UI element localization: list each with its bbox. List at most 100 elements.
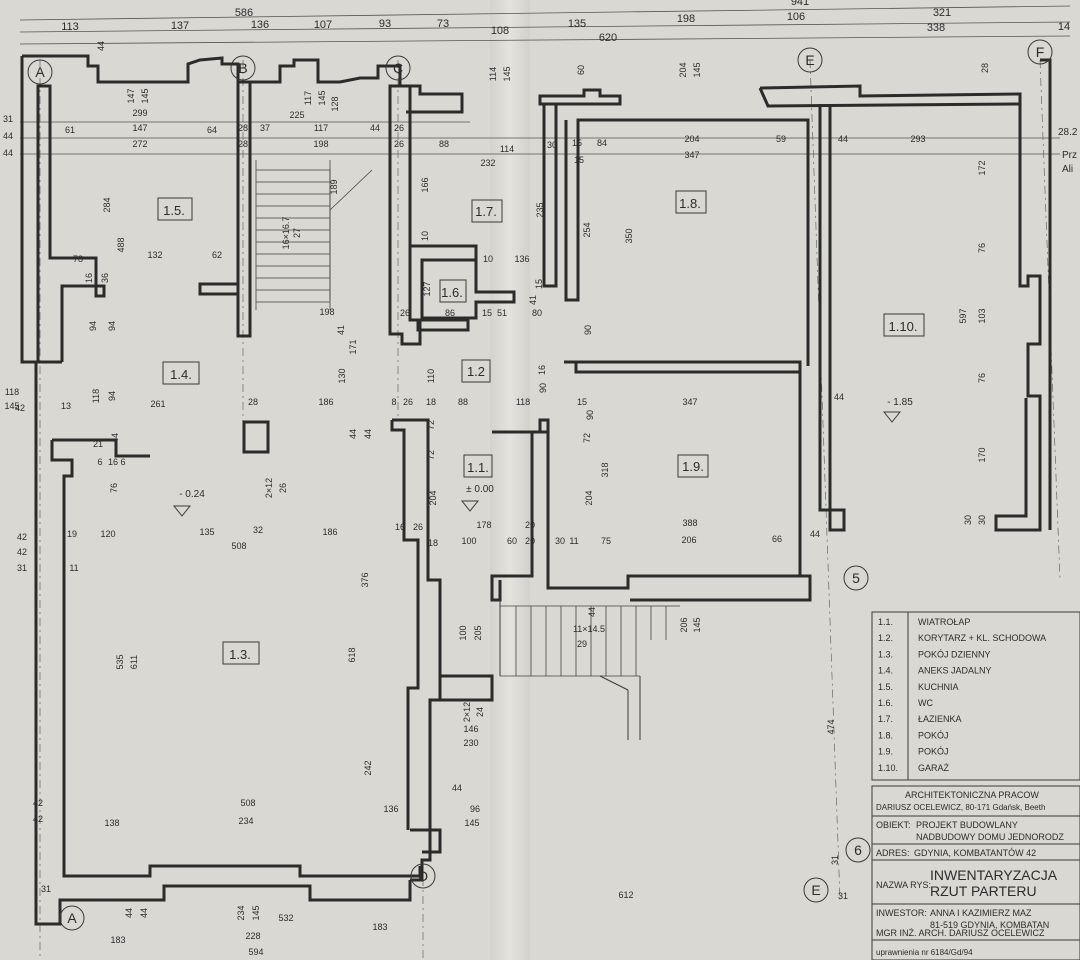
dimension-label: 118 — [516, 397, 530, 407]
dimension-label: 28 — [238, 123, 248, 133]
dimension-label: 26 — [394, 123, 404, 133]
dimension-label: 62 — [212, 250, 222, 260]
dim-overall-left: 586 — [235, 7, 253, 19]
dimension-label: 178 — [476, 520, 491, 530]
dimension-label: 235 — [535, 202, 545, 217]
dimension-label: 230 — [463, 738, 478, 748]
dimension-label: 21 — [93, 439, 103, 449]
top-dim-row2: 113 137 136 107 93 73 108 135 198 106 32… — [61, 7, 1070, 37]
dimension-label: 44 — [363, 429, 373, 439]
dimension-label: 66 — [772, 534, 782, 544]
dimension-label: 611 — [129, 655, 139, 669]
top-dimension-lines — [19, 5, 1071, 155]
dimension-label: 145 — [692, 62, 702, 77]
dimension-label: 42 — [15, 403, 25, 413]
dimension-label: 90 — [585, 410, 595, 420]
margin-note-line: 28.2 — [1058, 127, 1078, 138]
dimension-label: 13 — [61, 401, 71, 411]
dimension-label: 114 — [488, 67, 498, 81]
dimension-label: 347 — [682, 397, 697, 407]
dim-top: 338 — [927, 22, 945, 34]
dimension-label: 189 — [329, 179, 339, 194]
dimension-label: 347 — [684, 150, 699, 160]
level-markers: - 0.24 ± 0.00 - 1.85 — [179, 397, 913, 500]
legend-room-name: WC — [918, 698, 933, 708]
dimension-label: 18 — [428, 538, 438, 548]
dimension-label: 204 — [428, 490, 438, 505]
dimension-label: 72 — [582, 433, 592, 443]
dimension-label: 376 — [360, 572, 370, 587]
dimension-label: 16×16.7 — [281, 217, 291, 250]
dimension-label: 612 — [618, 890, 633, 900]
axis-E-top: E — [805, 52, 814, 68]
dimension-label: 26 — [278, 483, 288, 493]
dim-overall-right: 941 — [791, 0, 809, 8]
dimension-label: 6 — [97, 457, 102, 467]
title-author: MGR INŻ. ARCH. DARIUSZ OCELEWICZ — [876, 928, 1045, 938]
dim-top: 108 — [491, 25, 509, 37]
stairs-interior — [255, 160, 373, 310]
dimension-label: 94 — [107, 321, 117, 331]
dimension-label: 15 — [482, 308, 492, 318]
dimension-label: 84 — [597, 138, 607, 148]
legend-code: 1.5. — [878, 682, 893, 692]
level-marker: ± 0.00 — [466, 484, 494, 495]
dimension-label: 100 — [458, 625, 468, 640]
dimension-label: 388 — [682, 518, 697, 528]
dimension-label: 10 — [420, 231, 430, 241]
dimension-label: 11 — [569, 536, 578, 546]
dimension-label: 27 — [292, 228, 302, 238]
dimension-label: 261 — [150, 399, 165, 409]
level-marker: - 0.24 — [179, 489, 205, 500]
dimension-label: 30 — [547, 140, 557, 150]
dimension-label: 32 — [253, 525, 263, 535]
dim-top: 106 — [787, 11, 805, 23]
dimension-label: 128 — [330, 96, 340, 111]
dimension-label: 8 — [391, 397, 396, 407]
dimension-label: 204 — [584, 490, 594, 505]
dimension-label: 117 — [314, 123, 328, 133]
dimension-label: 183 — [110, 935, 125, 945]
dimension-label: 135 — [199, 527, 214, 537]
dim-top: 93 — [379, 18, 391, 30]
dimension-label: 232 — [480, 158, 495, 168]
dimension-label: 18 — [426, 397, 436, 407]
level-marker: - 1.85 — [887, 397, 913, 408]
room-label: 1.4. — [170, 367, 192, 382]
dim-top: 14 — [1058, 21, 1070, 33]
dimension-label: 44 — [838, 134, 848, 144]
dimension-label: 28 — [248, 397, 258, 407]
title-adres: GDYNIA, KOMBATANTÓW 42 — [914, 848, 1036, 858]
dimension-label: 42 — [33, 798, 43, 808]
dimension-label: 145 — [4, 401, 19, 411]
title-nazwa-label: NAZWA RYS: — [876, 880, 931, 890]
axis-5: 5 — [852, 570, 860, 586]
dimension-label: 145 — [140, 88, 150, 103]
dimension-label: 26 — [413, 522, 423, 532]
dimension-label: 26 — [400, 308, 410, 318]
dimension-label: 145 — [317, 90, 327, 105]
dimension-label: 44 — [810, 529, 820, 539]
title-nazwa-2: RZUT PARTERU — [930, 883, 1037, 899]
dimension-label: 31 — [838, 891, 848, 901]
legend-code: 1.6. — [878, 698, 893, 708]
stairs-exterior — [500, 605, 680, 740]
dimension-label: 597 — [958, 308, 968, 323]
dimension-label: 31 — [17, 563, 27, 573]
legend-room-name: ŁAZIENKA — [918, 714, 962, 724]
dimension-label: 44 — [587, 607, 597, 617]
title-block: ARCHITEKTONICZNA PRACOW DARIUSZ OCELEWIC… — [871, 785, 1080, 960]
dimension-label: 618 — [347, 647, 357, 662]
legend-room-name: ANEKS JADALNY — [918, 666, 992, 676]
dimension-label: 30 — [555, 536, 565, 546]
room-labels: 1.1.1.21.3.1.4.1.5.1.6.1.7.1.8.1.9.1.10. — [163, 196, 917, 662]
dimension-label: 284 — [102, 197, 112, 212]
dim-top: 136 — [251, 19, 269, 31]
margin-note-line: Prz — [1062, 150, 1077, 161]
dimension-label: 30 — [977, 515, 987, 525]
dimension-label: 44 — [348, 429, 358, 439]
room-label: 1.3. — [229, 647, 251, 662]
level-marker-symbols — [172, 411, 902, 517]
axis-A-top: A — [35, 64, 45, 80]
